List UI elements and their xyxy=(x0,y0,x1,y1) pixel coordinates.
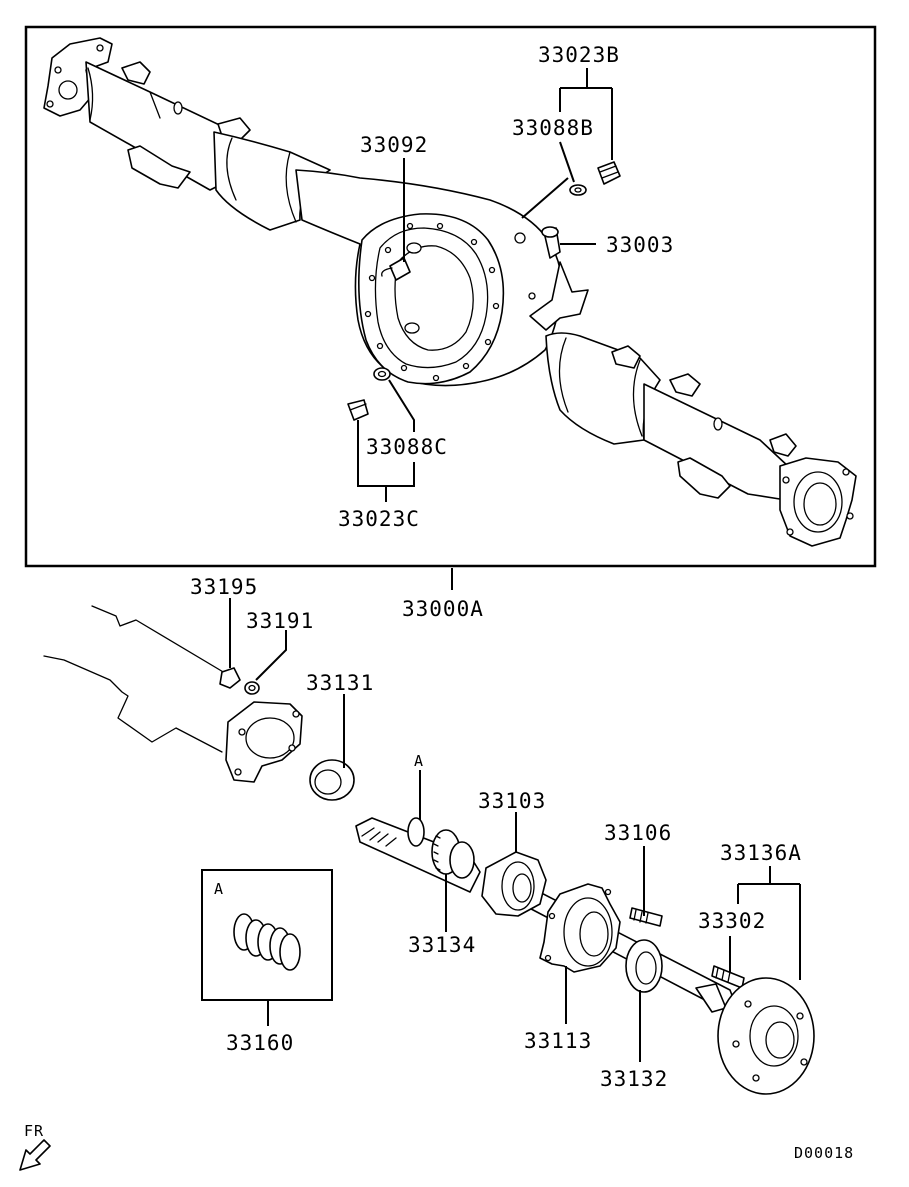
nut-33195 xyxy=(219,667,241,689)
part-label-33113: 33113 xyxy=(524,1029,592,1053)
backing-plate-flange xyxy=(225,701,303,783)
snap-ring-set-33160 xyxy=(233,913,301,971)
part-label-33023b: 33023B xyxy=(538,43,620,67)
oil-seal-33131 xyxy=(309,759,355,801)
part-label-33160: 33160 xyxy=(226,1031,294,1055)
bolt-33106 xyxy=(629,907,663,927)
fr-arrow-icon xyxy=(19,1139,51,1171)
vent-plug-33003 xyxy=(541,226,561,259)
part-label-33132: 33132 xyxy=(600,1067,668,1091)
part-label-33195: 33195 xyxy=(190,575,258,599)
part-label-33000a: 33000A xyxy=(402,597,484,621)
callout-a-label: A xyxy=(414,752,424,770)
drain-plug-33023c xyxy=(347,367,391,421)
fr-direction-label: FR xyxy=(24,1122,44,1140)
part-label-33191: 33191 xyxy=(246,609,314,633)
part-label-33088b: 33088B xyxy=(512,116,594,140)
part-label-33003: 33003 xyxy=(606,233,674,257)
part-label-33131: 33131 xyxy=(306,671,374,695)
axle-housing xyxy=(43,37,857,547)
part-label-33106: 33106 xyxy=(604,821,672,845)
part-label-33023c: 33023C xyxy=(338,507,420,531)
bearing-case-33113 xyxy=(539,883,621,973)
part-label-33136a: 33136A xyxy=(720,841,802,865)
part-label-33103: 33103 xyxy=(478,789,546,813)
axle-shaft xyxy=(355,817,737,1013)
housing-end-outline xyxy=(43,605,231,753)
washer-33191 xyxy=(244,681,260,695)
leader-lines-lower xyxy=(229,598,801,1062)
abs-rotor-33134 xyxy=(431,829,475,879)
part-label-33088c: 33088C xyxy=(366,435,448,459)
drawing-code: D00018 xyxy=(794,1144,854,1162)
part-label-33134: 33134 xyxy=(408,933,476,957)
breather-plug-33023b xyxy=(569,161,621,196)
oil-seal-33132 xyxy=(625,939,663,993)
bearing-33103 xyxy=(481,851,547,917)
housing-assembly-frame xyxy=(24,25,877,568)
axle-flange-33136a xyxy=(717,977,815,1095)
part-label-33302: 33302 xyxy=(698,909,766,933)
detail-a-label: A xyxy=(214,880,224,898)
leader-lines-housing xyxy=(357,68,613,590)
part-label-33092: 33092 xyxy=(360,133,428,157)
bolt-33092 xyxy=(381,257,411,281)
